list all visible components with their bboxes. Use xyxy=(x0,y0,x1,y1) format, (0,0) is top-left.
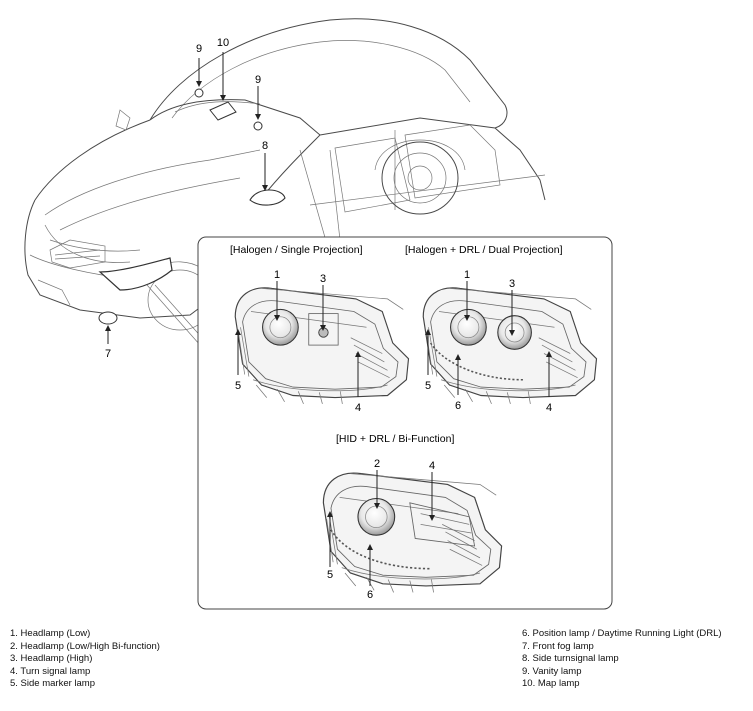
callout-8: 8 xyxy=(262,140,268,152)
callout-c-5: 5 xyxy=(327,569,333,581)
callout-b-3: 3 xyxy=(509,278,515,290)
callout-c-6: 6 xyxy=(367,589,373,601)
legend-item: 9. Vanity lamp xyxy=(522,665,582,677)
headlamp-halogen-single xyxy=(234,287,410,405)
legend-item: 6. Position lamp / Daytime Running Light… xyxy=(522,628,722,639)
callout-9-left: 9 xyxy=(196,43,202,55)
callout-a-5: 5 xyxy=(235,380,241,392)
legend-item: 7. Front fog lamp xyxy=(522,640,594,652)
callout-b-5: 5 xyxy=(425,380,431,392)
panel-title-halogen-single: [Halogen / Single Projection] xyxy=(230,244,363,256)
legend-item: 8. Side turnsignal lamp xyxy=(522,653,619,664)
legend-left-column: 1. Headlamp (Low) 2. Headlamp (Low/High … xyxy=(10,628,160,691)
legend-item: 3. Headlamp (High) xyxy=(10,653,93,664)
callout-b-6: 6 xyxy=(455,400,461,412)
legend-item: 4. Turn signal lamp xyxy=(10,665,91,677)
callout-c-4: 4 xyxy=(429,460,435,472)
callout-a-1: 1 xyxy=(274,269,280,281)
callout-b-4: 4 xyxy=(546,402,552,414)
panel-title-halogen-drl-dual: [Halogen + DRL / Dual Projection] xyxy=(405,244,563,256)
legend-item: 2. Headlamp (Low/High Bi-function) xyxy=(10,640,160,652)
vehicle-outline xyxy=(24,18,546,346)
callout-7: 7 xyxy=(105,348,111,360)
legend-item: 1. Headlamp (Low) xyxy=(10,628,91,639)
legend-item: 5. Side marker lamp xyxy=(10,678,96,689)
callout-b-1: 1 xyxy=(464,269,470,281)
legend-right-column: 6. Position lamp / Daytime Running Light… xyxy=(522,628,722,691)
callout-a-4: 4 xyxy=(355,402,361,414)
legend-item: 10. Map lamp xyxy=(522,678,580,689)
headlamp-halogen-drl-dual xyxy=(422,287,598,405)
callout-a-3: 3 xyxy=(320,273,326,285)
callout-10: 10 xyxy=(217,37,229,49)
callout-9-right: 9 xyxy=(255,74,261,86)
panel-title-hid-drl-bi: [HID + DRL / Bi-Function] xyxy=(336,433,454,445)
callout-c-2: 2 xyxy=(374,458,380,470)
